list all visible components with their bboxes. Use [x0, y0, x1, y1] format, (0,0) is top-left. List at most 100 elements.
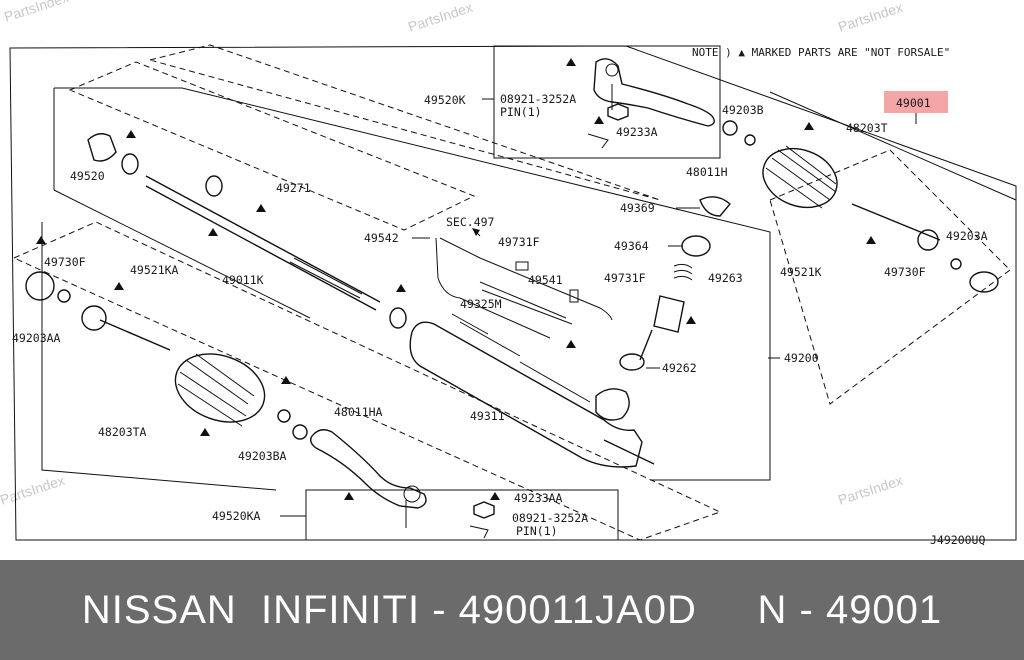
label-48203TA: 48203TA: [98, 425, 147, 439]
ball-joint: [605, 63, 619, 77]
not-for-sale-marker: [200, 428, 210, 436]
not-for-sale-marker: [36, 236, 46, 244]
label-49233AA: 49233AA: [514, 491, 563, 505]
dashed-group: [769, 149, 1011, 405]
label-49203A: 49203A: [946, 229, 988, 243]
diagram-code: J49200UQ: [930, 533, 985, 547]
label-49369: 49369: [620, 201, 655, 215]
band-49203A: [969, 271, 999, 293]
seal-ring: [205, 175, 223, 197]
not-for-sale-marker: [866, 236, 876, 244]
clamp-49730F: [57, 289, 71, 303]
not-for-sale-marker: [594, 116, 604, 124]
label-08921-3252A-bottom: 08921-3252A: [512, 511, 588, 525]
label-08921-3252A-top: 08921-3252A: [500, 92, 576, 106]
label-49730F-right: 49730F: [884, 265, 926, 279]
label-49262: 49262: [662, 361, 697, 375]
label-49364: 49364: [614, 239, 649, 253]
watermark: PartsIndex: [406, 0, 475, 35]
boot-ribs: [177, 353, 255, 427]
not-for-sale-marker: [256, 204, 266, 212]
boot-48203TA: [174, 353, 266, 423]
label-49325M: 49325M: [460, 297, 502, 311]
clamp-49203B: [744, 134, 756, 146]
label-49200: 49200: [784, 351, 819, 365]
not-for-sale-marker: [490, 492, 500, 500]
band-49203AA: [25, 271, 55, 301]
highlight-box: [884, 91, 948, 113]
not-for-sale-marker: [126, 130, 136, 138]
label-49233A: 49233A: [616, 125, 658, 139]
outer-tie-rod-end-bottom: [309, 429, 427, 509]
label-49011K: 49011K: [222, 273, 264, 287]
label-49203AA: 49203AA: [12, 331, 61, 345]
label-pin-top: PIN(1): [500, 105, 542, 119]
cotter-pin: [469, 525, 489, 539]
cotter-pin: [587, 133, 609, 149]
boot-ribs: [765, 145, 837, 209]
housing-detail: [451, 313, 591, 403]
label-49203BA: 49203BA: [238, 449, 287, 463]
label-49521KA: 49521KA: [130, 263, 179, 277]
tie-rod-end-box-bottom: [305, 489, 619, 541]
watermark: PartsIndex: [836, 0, 905, 35]
label-48011H: 48011H: [686, 165, 728, 179]
label-49542: 49542: [364, 231, 399, 245]
not-for-sale-marker: [396, 284, 406, 292]
pinion-shaft: [639, 329, 653, 361]
boot-48203T: [762, 147, 838, 209]
box-edge: [41, 222, 277, 491]
label-49731F-a: 49731F: [498, 235, 540, 249]
box-edge: [769, 91, 1017, 201]
rack-end: [603, 439, 655, 465]
inner-socket-left: [81, 305, 107, 331]
dashed-group: [68, 61, 476, 231]
clamp-49730F: [950, 258, 962, 270]
label-48203T: 48203T: [846, 121, 888, 135]
not-for-sale-marker: [566, 340, 576, 348]
rack-49011K-edge: [145, 185, 377, 311]
box-edge: [53, 189, 311, 319]
label-49521K: 49521K: [780, 265, 822, 279]
not-for-sale-marker: [114, 282, 124, 290]
watermark: PartsIndex: [2, 0, 71, 25]
rack-49011K: [145, 175, 381, 303]
bearing-49364: [681, 235, 711, 257]
hydraulic-lines-49541: [479, 281, 573, 325]
not-for-sale-marker: [804, 122, 814, 130]
ball-joint: [403, 485, 421, 503]
seal-ring: [389, 307, 407, 329]
label-49311: 49311: [470, 409, 505, 423]
label-49001: 49001: [896, 96, 931, 110]
label-49541: 49541: [528, 273, 563, 287]
label-49520: 49520: [70, 169, 105, 183]
diagram-canvas: PartsIndex PartsIndex PartsIndex PartsIn…: [0, 0, 1017, 547]
seal: [121, 153, 139, 175]
not-for-sale-marker: [344, 492, 354, 500]
pinion-housing: [595, 388, 630, 421]
dashed-group: [148, 44, 661, 201]
watermark: PartsIndex: [0, 472, 67, 508]
watermark: PartsIndex: [836, 472, 905, 508]
cap-49369: [699, 196, 731, 217]
label-pin-bottom: PIN(1): [516, 524, 558, 538]
tie-rod-end-box-top: [493, 45, 721, 159]
not-for-sale-marker: [566, 58, 576, 66]
not-for-sale-marker: [686, 316, 696, 324]
rack-teeth: [289, 257, 363, 299]
label-49263: 49263: [708, 271, 743, 285]
clip-49731F: [569, 289, 579, 303]
nut-49233AA: [473, 501, 495, 519]
nut-49233A: [607, 103, 629, 121]
arrow-head: [472, 228, 480, 236]
label-49203B: 49203B: [722, 103, 764, 117]
label-49271: 49271: [276, 181, 311, 195]
box-49200: [54, 87, 771, 481]
label-49731F-b: 49731F: [604, 271, 646, 285]
inner-socket: [917, 229, 939, 251]
gear-housing-49311: [409, 321, 643, 468]
bushing-49520: [87, 133, 117, 162]
steering-gear-diagram: PartsIndex PartsIndex PartsIndex PartsIn…: [0, 0, 1017, 547]
clamp-49203BA: [277, 409, 291, 423]
